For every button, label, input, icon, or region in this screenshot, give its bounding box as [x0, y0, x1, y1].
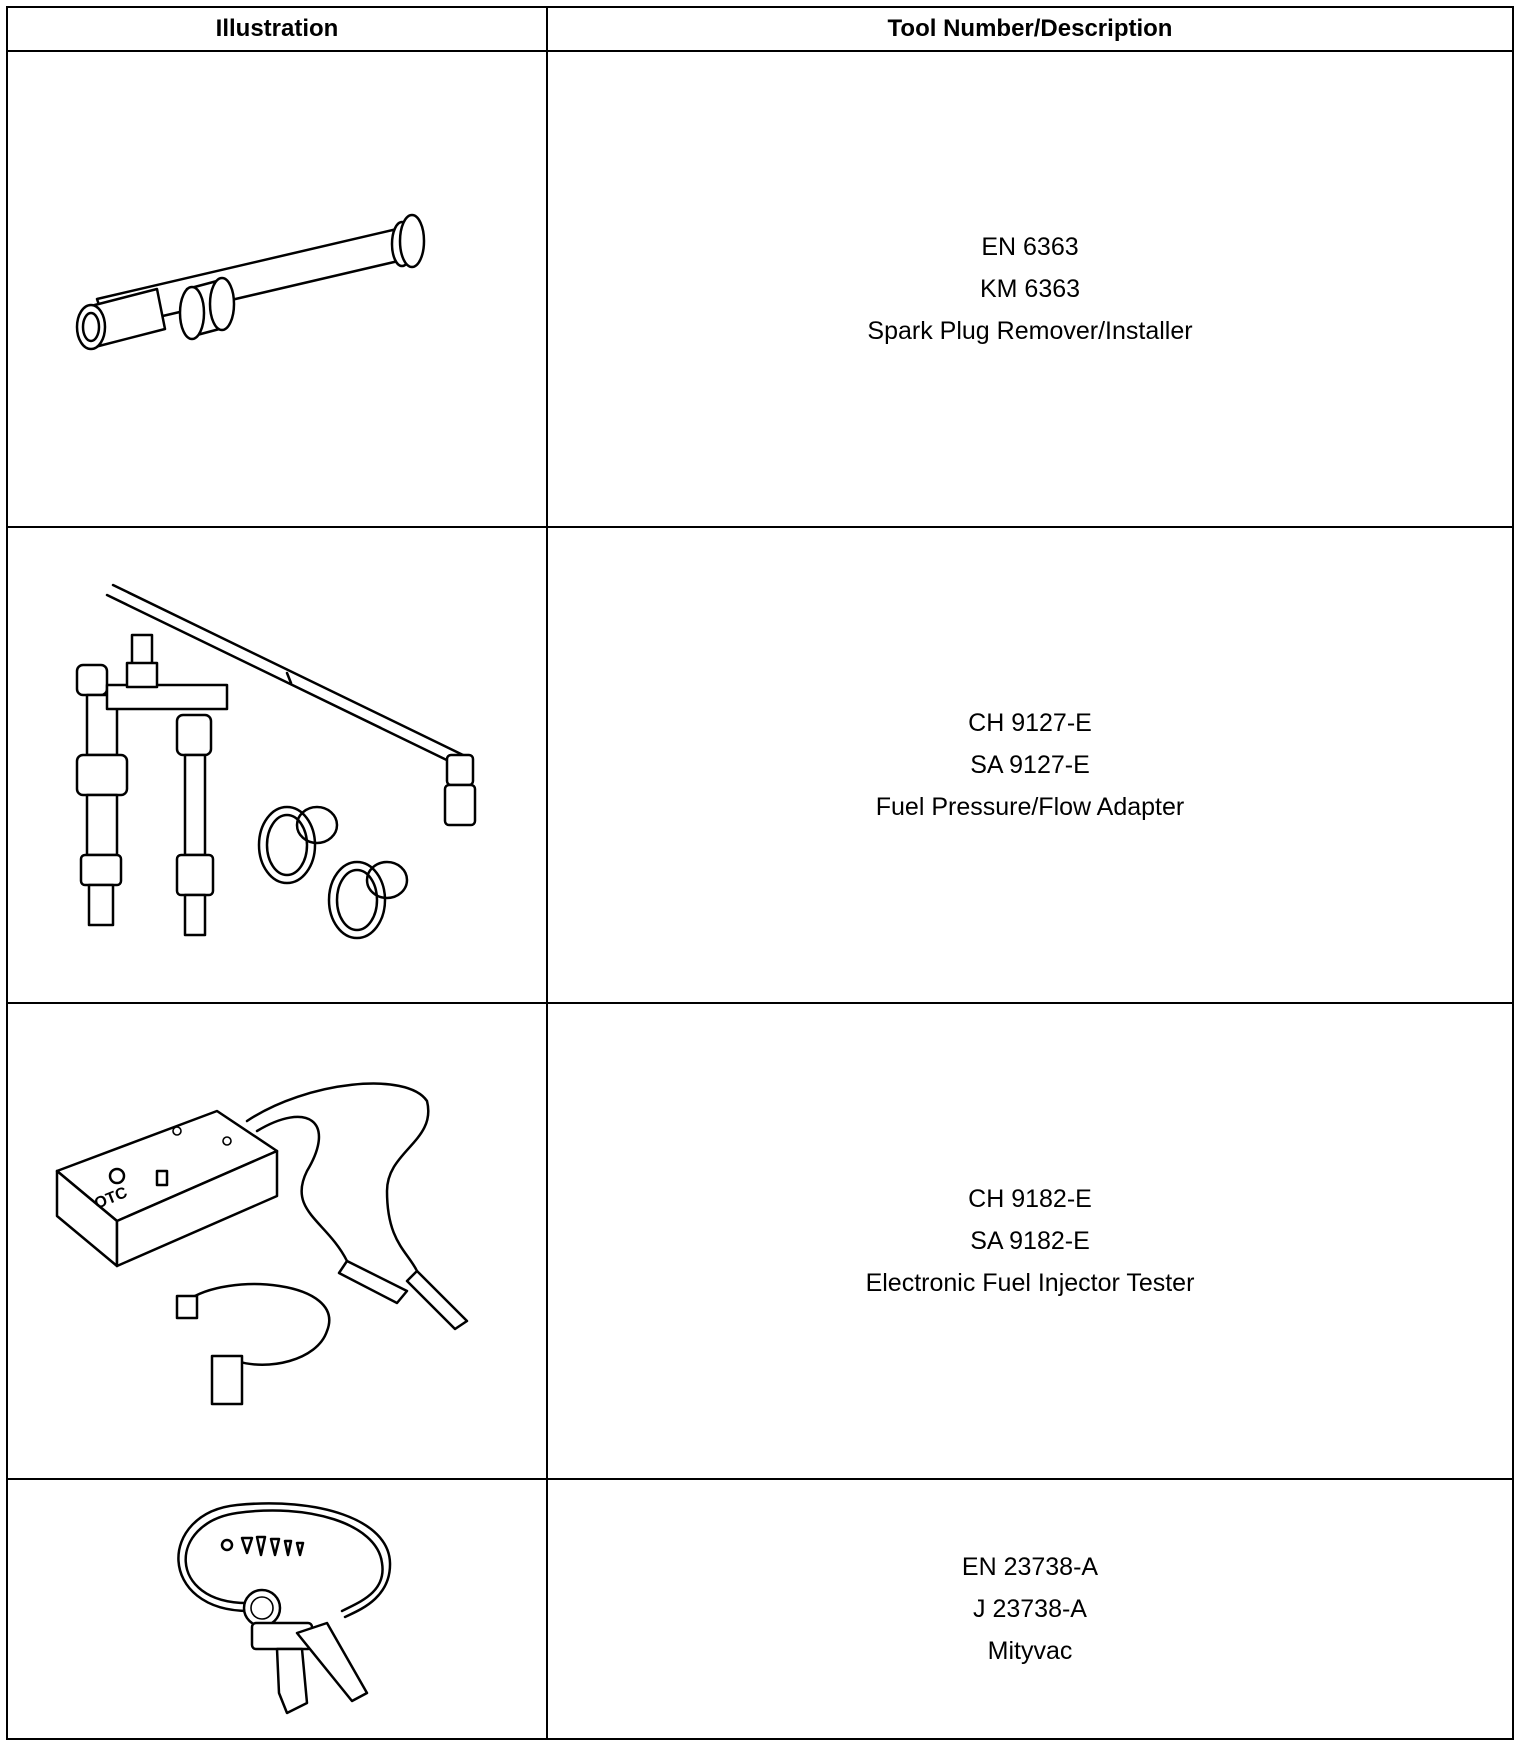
- table-row: EN 6363 KM 6363 Spark Plug Remover/Insta…: [6, 50, 1514, 528]
- illustration-cell: [6, 526, 548, 1004]
- tool-number-primary: CH 9127-E: [968, 709, 1092, 737]
- description-cell: EN 23738-A J 23738-A Mityvac: [546, 1478, 1514, 1740]
- tool-number-primary: EN 23738-A: [961, 1553, 1099, 1581]
- tool-description: Fuel Pressure/Flow Adapter: [875, 793, 1185, 821]
- tool-number-primary: EN 6363: [981, 233, 1079, 261]
- description-cell: CH 9182-E SA 9182-E Electronic Fuel Inje…: [546, 1002, 1514, 1480]
- description-cell: EN 6363 KM 6363 Spark Plug Remover/Insta…: [546, 50, 1514, 528]
- tool-number-secondary: SA 9182-E: [970, 1227, 1090, 1255]
- mityvac-illustration: [177, 1502, 392, 1715]
- tool-description: Spark Plug Remover/Installer: [867, 317, 1193, 345]
- table-row: OTC CH 9182-E SA 9182-E Electronic Fuel …: [6, 1002, 1514, 1480]
- tool-description: Mityvac: [987, 1637, 1073, 1665]
- illustration-cell: [6, 50, 548, 528]
- special-tools-table: Illustration Tool Number/Description: [6, 6, 1514, 1740]
- illustration-cell: OTC: [6, 1002, 548, 1480]
- description-column-header: Tool Number/Description: [546, 6, 1514, 52]
- tool-number-secondary: J 23738-A: [973, 1595, 1087, 1623]
- illustration-column-header: Illustration: [6, 6, 548, 52]
- tool-number-secondary: SA 9127-E: [970, 751, 1090, 779]
- spark-plug-remover-illustration: [75, 213, 426, 351]
- table-row: EN 23738-A J 23738-A Mityvac: [6, 1478, 1514, 1740]
- tool-number-secondary: KM 6363: [979, 275, 1081, 303]
- table-header-row: Illustration Tool Number/Description: [6, 6, 1514, 52]
- description-cell: CH 9127-E SA 9127-E Fuel Pressure/Flow A…: [546, 526, 1514, 1004]
- illustration-cell: [6, 1478, 548, 1740]
- tool-number-primary: CH 9182-E: [968, 1185, 1092, 1213]
- tool-description: Electronic Fuel Injector Tester: [865, 1269, 1195, 1297]
- table-row: CH 9127-E SA 9127-E Fuel Pressure/Flow A…: [6, 526, 1514, 1004]
- fuel-injector-tester-illustration: OTC: [55, 1082, 469, 1406]
- fuel-pressure-adapter-illustration: [75, 583, 477, 940]
